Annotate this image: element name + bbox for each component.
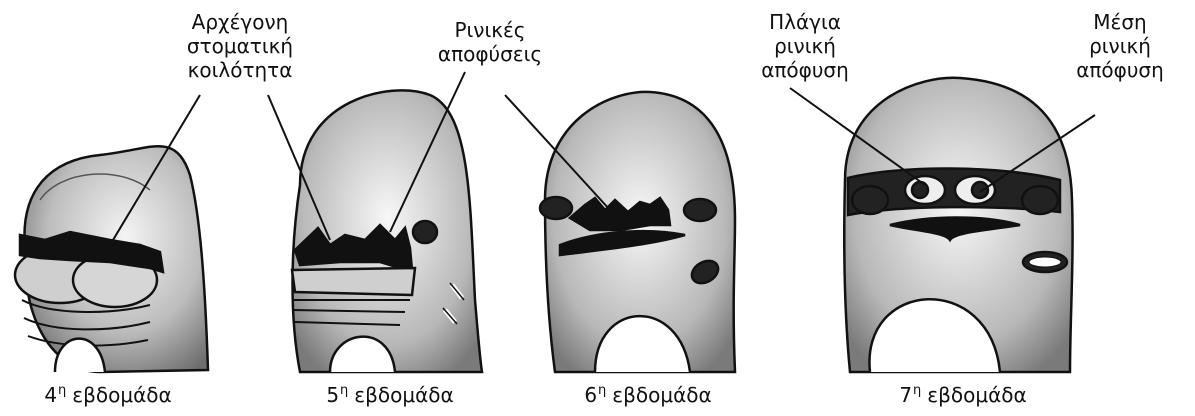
label-primitive-mouth: Αρχέγονη στοματική κοιλότητα (165, 10, 315, 82)
label-lateral-nasal: Πλάγια ρινική απόφυση (730, 10, 880, 82)
eye-right-7 (1022, 186, 1058, 214)
mandibular-arch-5 (292, 268, 415, 295)
embryo-week-4 (15, 146, 208, 372)
right-eye-6 (684, 199, 716, 221)
embryo-week-7 (844, 78, 1072, 372)
eye-left-7 (852, 186, 888, 214)
embryo-week-6 (540, 92, 735, 372)
nostril-right-7 (972, 182, 988, 198)
ear-inner-7 (1029, 257, 1061, 267)
label-medial-nasal: Μέση ρινική απόφυση (1045, 10, 1195, 82)
eye-5 (413, 221, 437, 243)
embryo-week-5 (292, 90, 482, 372)
label-nasal-processes: Ρινικές αποφύσεις (410, 18, 570, 66)
nostril-left-7 (912, 182, 928, 198)
left-eye-6 (540, 197, 572, 219)
